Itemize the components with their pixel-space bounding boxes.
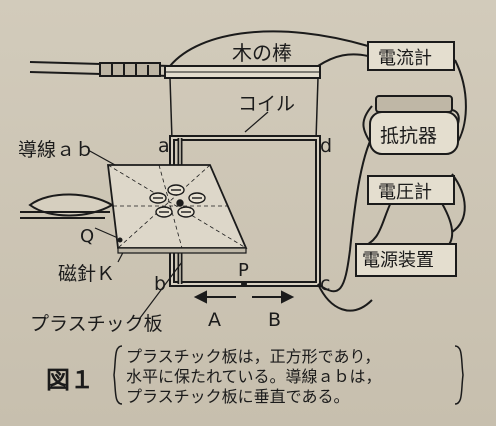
wooden-rod-label: 木の棒	[232, 41, 292, 65]
resistor-body	[369, 95, 459, 155]
caption-line-1: プラスチック板は，正方形であり，	[126, 347, 380, 366]
arrow-a-label: A	[208, 309, 221, 331]
wooden-rod	[164, 65, 321, 79]
figure-number: 図１	[46, 366, 94, 394]
wire-ab-label: 導線ａｂ	[18, 139, 94, 161]
power-supply-label: 電源装置	[362, 250, 434, 271]
point-c-label: c	[320, 273, 330, 295]
voltmeter-label: 電圧計	[378, 182, 432, 203]
point-b-label: b	[154, 273, 166, 295]
caption-line-2: 水平に保たれている。導線ａｂは，	[126, 367, 382, 386]
ammeter-label: 電流計	[378, 48, 432, 69]
board-clamp	[20, 193, 114, 219]
point-d-label: d	[320, 135, 332, 157]
point-q-label: Q	[80, 226, 94, 247]
direction-arrows	[193, 290, 295, 304]
plastic-board	[106, 164, 248, 254]
caption-bracket	[113, 345, 464, 405]
coil-label: コイル	[238, 93, 295, 115]
point-a-label: a	[158, 135, 170, 157]
lead-wires-top	[169, 30, 369, 67]
caption-line-3: プラスチック板に垂直である。	[126, 387, 350, 406]
voltmeter-box	[367, 175, 455, 205]
suspension-lines	[169, 77, 319, 141]
compass-needles	[149, 184, 206, 218]
point-q-marker	[117, 237, 123, 243]
stand-clamp	[29, 61, 171, 77]
resistor-label: 抵抗器	[380, 125, 437, 147]
arrow-b-label: B	[268, 309, 281, 331]
power-supply-box	[355, 243, 457, 277]
point-p-label: P	[238, 260, 249, 281]
compass-k-label: 磁針Ｋ	[58, 263, 115, 285]
ammeter-box	[367, 41, 455, 71]
plastic-board-label: プラスチック板	[30, 313, 163, 335]
point-p-marker	[241, 281, 247, 287]
